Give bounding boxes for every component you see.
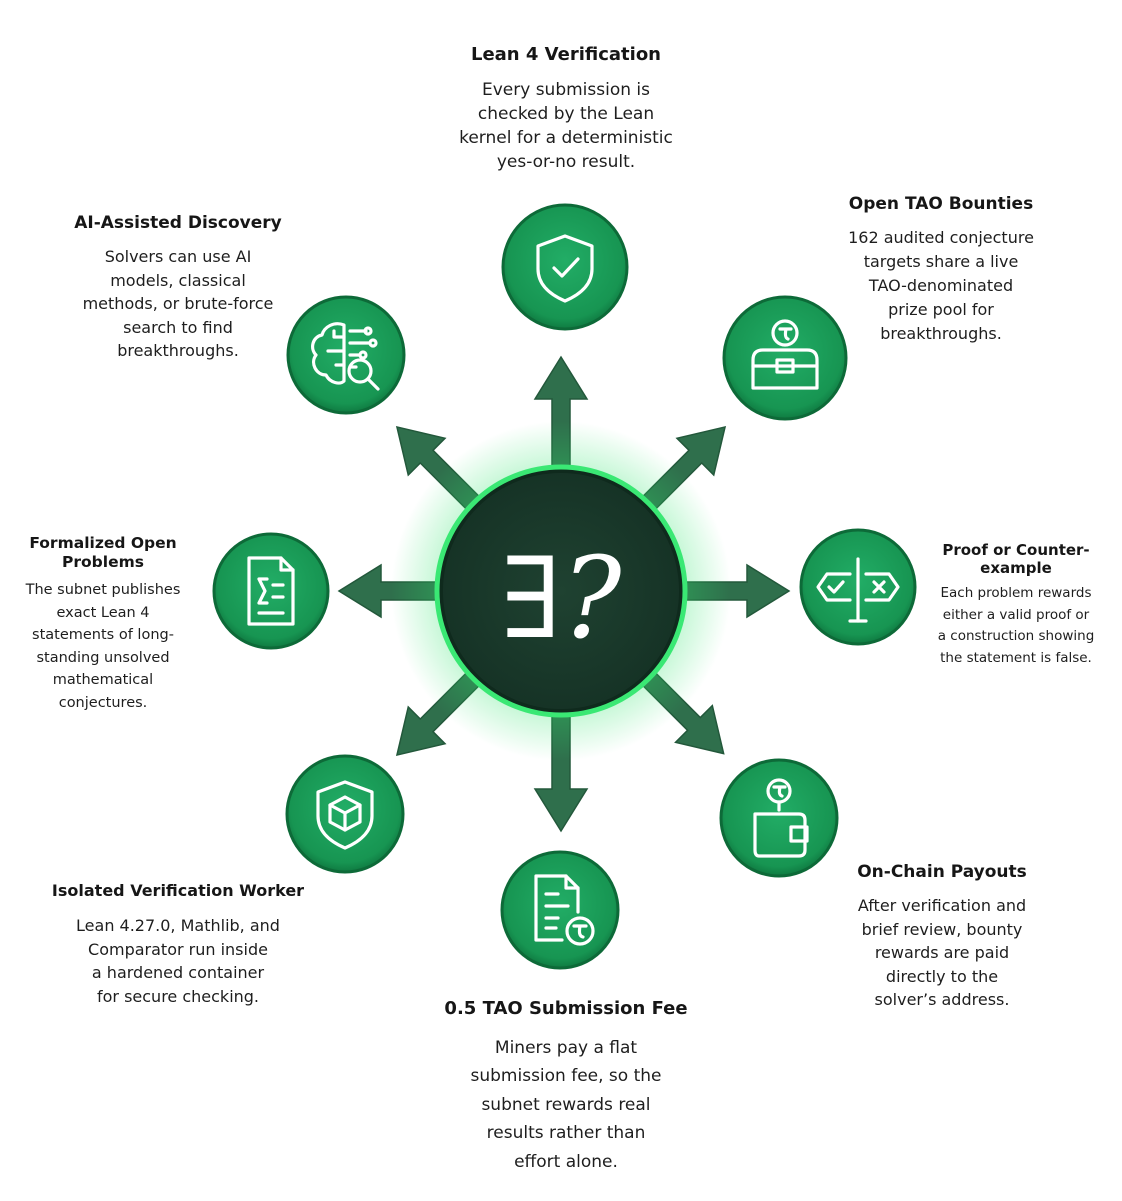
node-title: Proof or Counter- example (942, 541, 1090, 577)
node-title: AI-Assisted Discovery (74, 213, 282, 233)
node-title: Lean 4 Verification (470, 44, 661, 65)
node-description: 162 audited conjecture targets share a l… (848, 228, 1034, 344)
node-formalized (212, 532, 330, 650)
center-symbol: ∃? (501, 534, 623, 664)
tao-wallet-icon (753, 778, 809, 858)
node-title: Isolated Verification Worker (51, 881, 305, 900)
sigma-document-icon (247, 556, 295, 626)
node-description: The subnet publishes exact Lean 4 statem… (25, 582, 181, 711)
node-lean4 (501, 203, 629, 331)
label-proof: Proof or Counter- example Each problem r… (914, 541, 1118, 669)
node-description: Lean 4.27.0, Mathlib, and Comparator run… (76, 916, 280, 1006)
label-fee: 0.5 TAO Submission Fee Miners pay a flat… (420, 998, 712, 1176)
node-description: Each problem rewards either a valid proo… (937, 585, 1095, 666)
center-hub: ∃? (391, 421, 731, 761)
label-worker: Isolated Verification Worker Lean 4.27.0… (38, 881, 318, 1008)
node-description: Miners pay a flat submission fee, so the… (470, 1037, 662, 1172)
label-ai: AI-Assisted Discovery Solvers can use AI… (50, 213, 306, 363)
node-title: 0.5 TAO Submission Fee (444, 998, 688, 1019)
node-payouts (719, 758, 839, 878)
brain-search-icon (311, 322, 380, 391)
node-description: Solvers can use AI models, classical met… (82, 247, 274, 361)
shield-cube-icon (316, 780, 374, 850)
tao-treasure-chest-icon (751, 319, 819, 390)
node-fee (500, 850, 620, 970)
document-tao-icon (534, 874, 595, 946)
node-description: Every submission is checked by the Lean … (459, 79, 673, 172)
label-bounties: Open TAO Bounties 162 audited conjecture… (810, 194, 1072, 346)
label-formalized: Formalized Open Problems The subnet publ… (8, 534, 198, 714)
node-title: Open TAO Bounties (848, 194, 1034, 214)
node-title: On-Chain Payouts (857, 862, 1027, 882)
signpost-check-cross-icon (816, 557, 900, 623)
label-payouts: On-Chain Payouts After verification and … (816, 862, 1068, 1012)
label-lean4: Lean 4 Verification Every submission is … (430, 44, 702, 174)
shield-check-icon (536, 234, 594, 303)
node-title: Formalized Open Problems (29, 534, 177, 571)
node-description: After verification and brief review, bou… (857, 896, 1027, 1010)
